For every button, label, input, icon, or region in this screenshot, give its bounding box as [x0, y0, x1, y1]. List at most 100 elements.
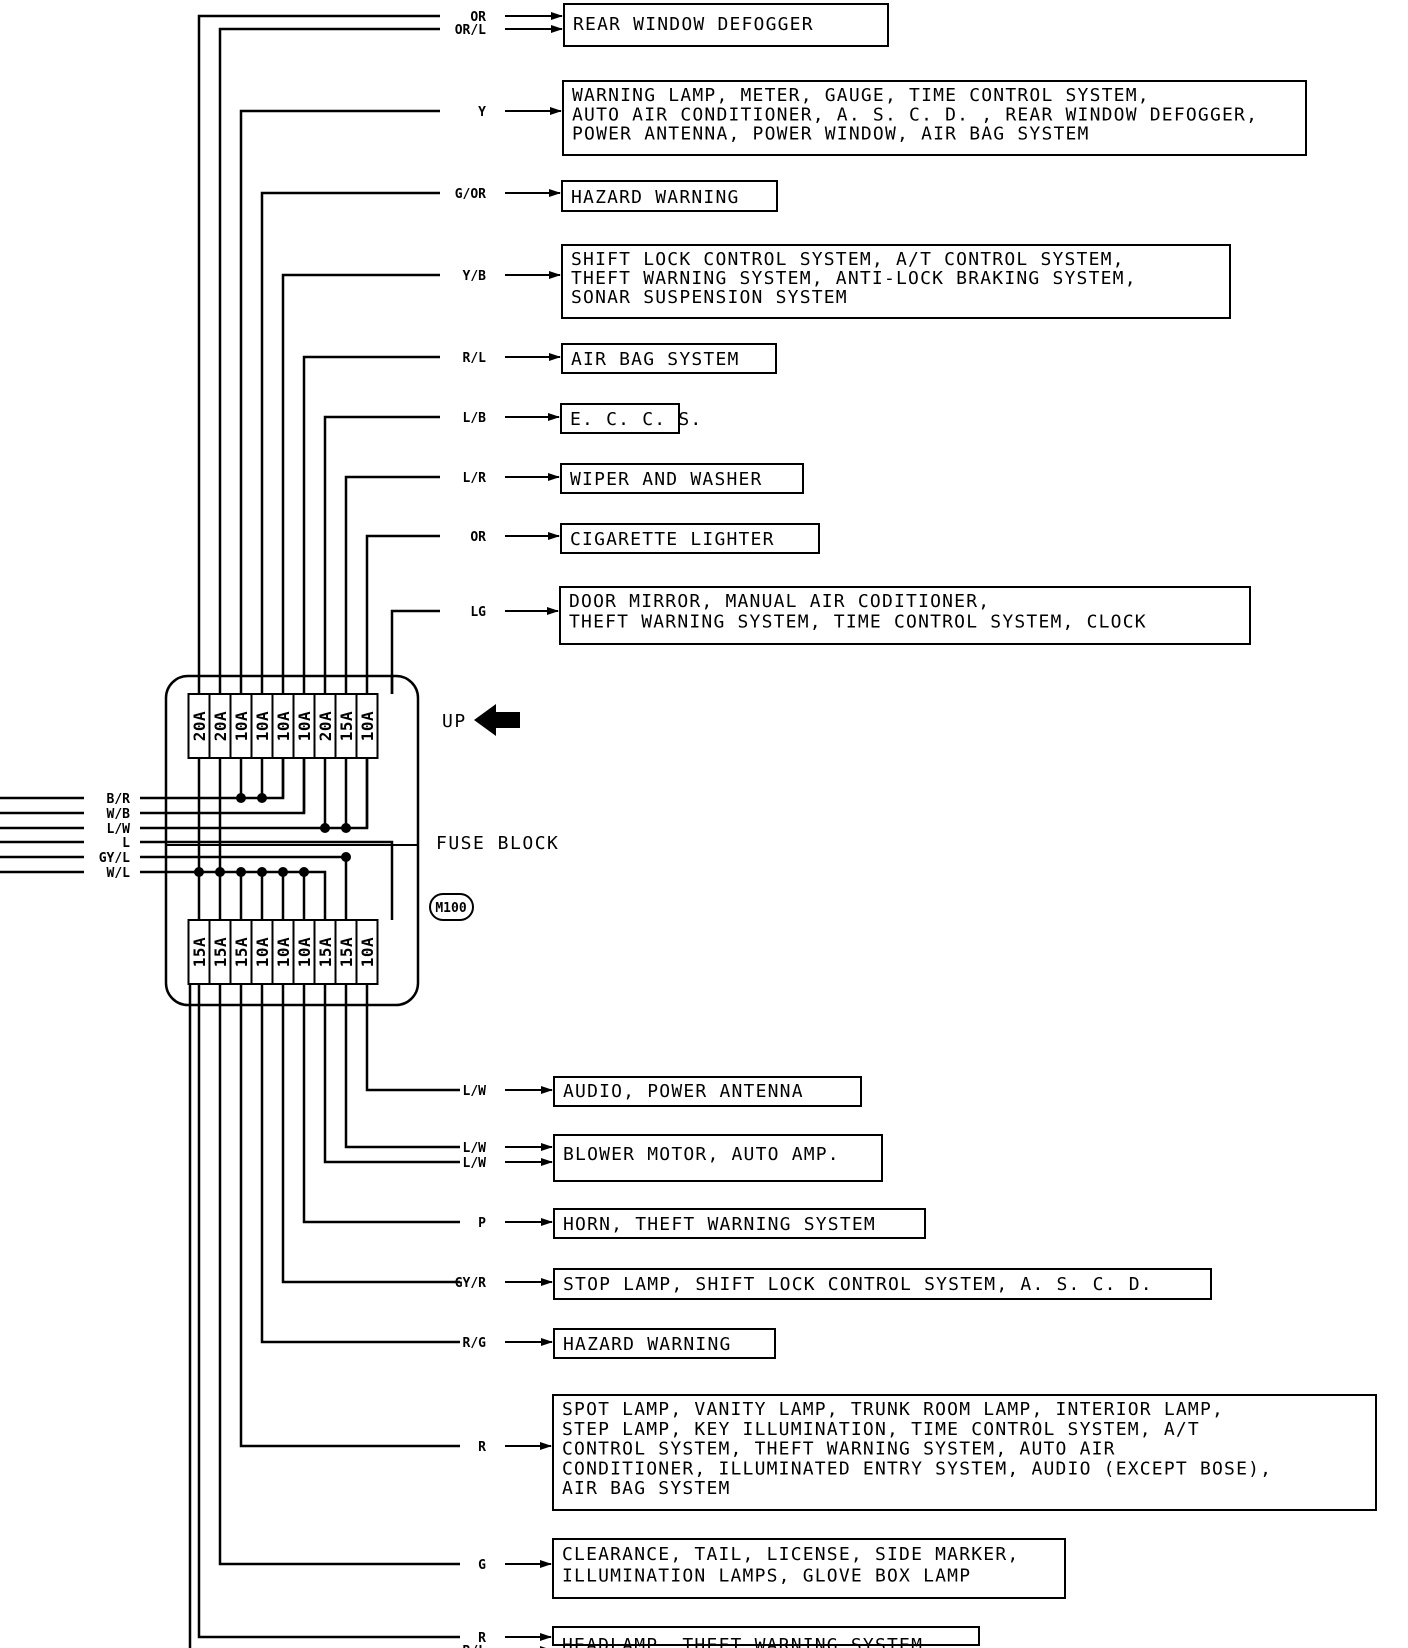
junction-dot — [257, 793, 267, 803]
circuit-box — [562, 80, 1307, 156]
circuit-description: WIPER AND WASHER — [570, 469, 763, 490]
bottom-fuse-feed — [344, 984, 460, 1149]
circuit-description: STOP LAMP, SHIFT LOCK CONTROL SYSTEM, A.… — [563, 1274, 1153, 1295]
circuit-description: CIGARETTE LIGHTER — [570, 529, 775, 550]
junction-dot — [215, 867, 225, 877]
circuit-box — [561, 343, 777, 374]
fuse-block-frame — [164, 674, 420, 1007]
bottom-fuse-rating: 15A — [190, 937, 209, 967]
fuse-block-label: FUSE BLOCK — [436, 833, 559, 854]
wire-color-label: OR — [470, 530, 486, 545]
input-wire-label: W/B — [107, 807, 131, 822]
wire-color-label: GY/R — [455, 1276, 486, 1291]
top-fuse-feed — [390, 609, 440, 694]
circuit-box — [552, 1538, 1066, 1599]
circuit-description: THEFT WARNING SYSTEM, TIME CONTROL SYSTE… — [569, 612, 1147, 633]
top-fuse-rating: 15A — [337, 711, 356, 741]
bottom-fuse-rating: 10A — [274, 937, 293, 967]
bottom-fuse-feed — [323, 984, 460, 1164]
wire-color-label: L/W — [463, 1084, 487, 1099]
top-fuse-feed — [197, 14, 440, 694]
circuit-description: HAZARD WARNING — [571, 187, 740, 208]
circuit-description: CONTROL SYSTEM, THEFT WARNING SYSTEM, AU… — [562, 1439, 1116, 1460]
junction-dot — [236, 793, 246, 803]
top-fuse-rating: 20A — [211, 711, 230, 741]
circuit-description: HAZARD WARNING — [563, 1334, 732, 1355]
circuit-box — [553, 1208, 926, 1239]
circuit-description: POWER ANTENNA, POWER WINDOW, AIR BAG SYS… — [572, 124, 1090, 145]
circuit-box — [560, 403, 680, 434]
bottom-fuse-feed — [218, 984, 460, 1566]
circuit-description: CLEARANCE, TAIL, LICENSE, SIDE MARKER, — [562, 1544, 1019, 1565]
bus-line — [140, 840, 394, 920]
wire-color-label: LG — [470, 605, 486, 620]
bottom-fuse-feed — [239, 984, 460, 1448]
circuit-box — [553, 1268, 1212, 1300]
circuit-description: AUDIO, POWER ANTENNA — [563, 1081, 804, 1102]
circuit-description: HORN, THEFT WARNING SYSTEM — [563, 1214, 876, 1235]
top-fuse-feed — [260, 191, 440, 694]
circuit-box — [553, 1076, 862, 1107]
top-fuse-rating: 10A — [295, 711, 314, 741]
wire-color-label: Y — [478, 105, 486, 120]
top-fuse-rating: 20A — [316, 711, 335, 741]
junction-dot — [299, 867, 309, 877]
circuit-description: SONAR SUSPENSION SYSTEM — [571, 287, 848, 308]
top-fuse-rating: 20A — [190, 711, 209, 741]
bus-line — [140, 870, 327, 920]
bottom-fuse-feed — [281, 984, 460, 1284]
bus-line — [140, 758, 306, 815]
up-label: UP — [442, 711, 467, 732]
circuit-description: ILLUMINATION LAMPS, GLOVE BOX LAMP — [562, 1566, 971, 1587]
circuit-box — [553, 1134, 883, 1182]
bottom-fuse-feed — [188, 984, 192, 1648]
junction-dot — [236, 867, 246, 877]
connector-id: M100 — [435, 901, 466, 916]
circuit-description: AIR BAG SYSTEM — [571, 349, 740, 370]
wire-color-label: L/R — [463, 471, 487, 486]
wire-color-label: R/L — [463, 351, 487, 366]
bottom-fuse-rating: 15A — [211, 937, 230, 967]
bottom-fuse-rating: 15A — [316, 937, 335, 967]
circuit-boxes: REAR WINDOW DEFOGGER WARNING LAMP, METER,… — [552, 3, 1377, 1648]
wire-color-label: R/G — [463, 1336, 487, 1351]
circuit-description: BLOWER MOTOR, AUTO AMP. — [563, 1144, 840, 1165]
top-fuse-feed — [218, 27, 440, 694]
top-fuse-feed — [281, 273, 440, 694]
circuit-description: CONDITIONER, ILLUMINATED ENTRY SYSTEM, A… — [562, 1458, 1272, 1479]
wire-color-label: L/W — [463, 1141, 487, 1156]
circuit-box — [552, 1394, 1377, 1511]
bottom-fuse-feed — [197, 984, 460, 1639]
circuit-box — [561, 180, 778, 212]
circuit-box — [560, 523, 820, 554]
circuit-description: SHIFT LOCK CONTROL SYSTEM, A/T CONTROL S… — [571, 249, 1125, 270]
circuit-description: HEADLAMP, THEFT WARNING SYSTEM — [562, 1635, 923, 1648]
bottom-fuse — [355, 919, 379, 985]
bottom-fuse-rating: 10A — [253, 937, 272, 967]
input-wire-label: GY/L — [99, 851, 130, 866]
top-fuse-feed — [239, 109, 440, 694]
top-fuse — [355, 693, 379, 759]
wire-color-label: G/OR — [455, 187, 486, 202]
junction-dot — [341, 823, 351, 833]
bottom-fuse-feed — [260, 984, 460, 1344]
wire-color-label: R — [478, 1631, 486, 1646]
junction-dot — [194, 867, 204, 877]
bottom-fuse-rating: 15A — [337, 937, 356, 967]
circuit-description: REAR WINDOW DEFOGGER — [573, 14, 814, 35]
circuit-description: E. C. C. S. — [570, 409, 702, 430]
circuit-box — [563, 3, 889, 47]
circuit-description: WARNING LAMP, METER, GAUGE, TIME CONTROL… — [572, 85, 1150, 106]
input-wire-label: B/R — [107, 792, 131, 807]
connector-badge — [429, 893, 474, 921]
circuit-description: AUTO AIR CONDITIONER, A. S. C. D. , REAR… — [572, 104, 1258, 125]
circuit-box — [553, 1328, 776, 1359]
top-fuse-feed — [323, 415, 440, 694]
wire-color-label: L/B — [463, 411, 487, 426]
top-fuse-feed — [344, 475, 440, 694]
wire-color-label: Y/B — [463, 269, 487, 284]
up-arrow-icon — [474, 704, 520, 736]
circuit-description: THEFT WARNING SYSTEM, ANTI-LOCK BRAKING … — [571, 268, 1137, 289]
